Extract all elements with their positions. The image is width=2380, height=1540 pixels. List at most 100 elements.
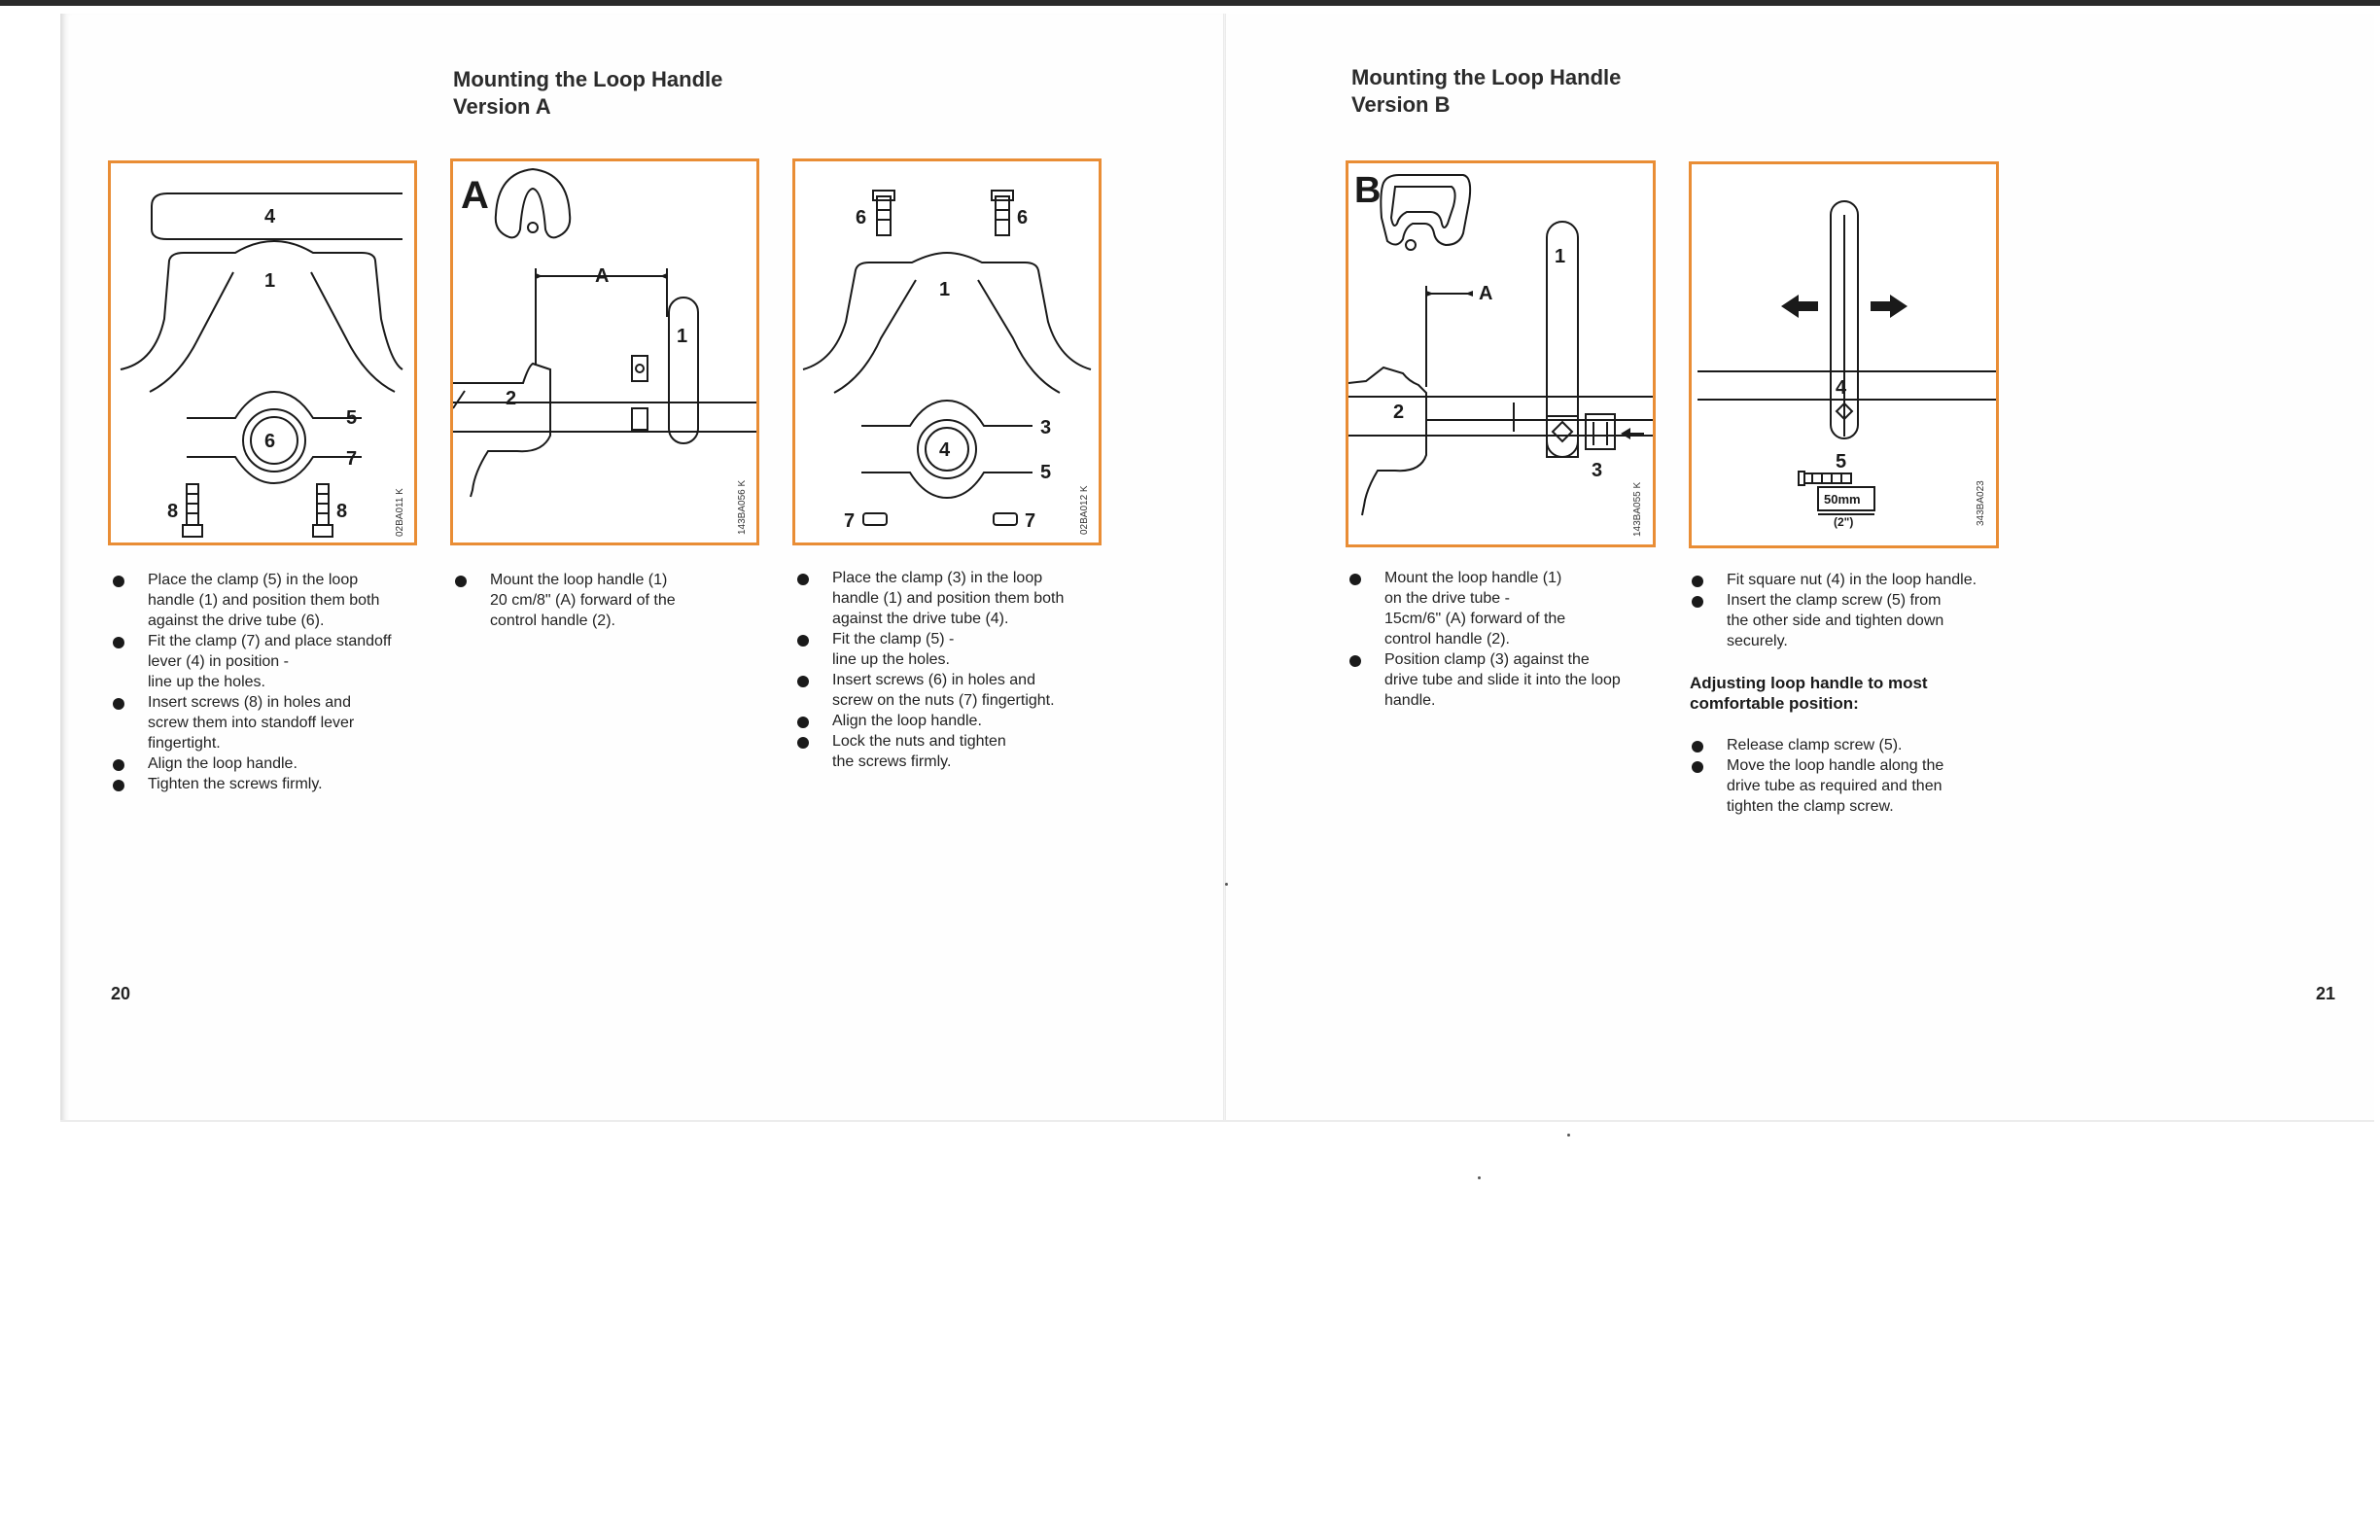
loop-handle-1 (668, 297, 699, 444)
steps-column-2: Mount the loop handle (1) 20 cm/8" (A) f… (455, 570, 766, 631)
list-item: Lock the nuts and tighten the screws fir… (797, 731, 1128, 772)
title-line-2: Version A (453, 94, 551, 119)
control-handle-2 (453, 362, 551, 498)
label-1: 1 (1555, 246, 1565, 267)
label-3: 3 (1592, 460, 1602, 481)
list-item: Move the loop handle along the drive tub… (1692, 755, 2012, 817)
figure-version-a: A A 1 2 143BA056 K (450, 158, 759, 545)
label-6-left: 6 (856, 207, 866, 228)
clamp-3 (1585, 413, 1616, 450)
label-7-left: 7 (844, 510, 855, 532)
steps-column-4: Mount the loop handle (1) on the drive t… (1349, 568, 1680, 711)
label-6: 6 (264, 431, 275, 452)
scan-speck (1567, 1134, 1570, 1137)
title-line-1: Mounting the Loop Handle (1351, 65, 1622, 89)
drive-tube (925, 427, 969, 472)
list-item: Insert screws (6) in holes and screw on … (797, 670, 1128, 711)
list-item: Place the clamp (5) in the loop handle (… (113, 570, 443, 631)
steps-column-6: Release clamp screw (5). Move the loop h… (1692, 735, 2012, 817)
figure-code: 02BA011 K (395, 488, 405, 537)
label-4: 4 (264, 206, 276, 228)
list-item: Align the loop handle. (113, 753, 443, 774)
loop-handle (1830, 200, 1859, 439)
title-line-1: Mounting the Loop Handle (453, 67, 723, 91)
label-1: 1 (677, 326, 687, 347)
figure-code: 143BA056 K (737, 479, 748, 535)
label-2: 2 (506, 388, 516, 409)
label-2: 2 (1393, 402, 1404, 423)
label-7-right: 7 (1025, 510, 1035, 532)
scan-speck (1478, 1176, 1481, 1179)
list-item: Position clamp (3) against the drive tub… (1349, 649, 1680, 711)
arrow-left-icon (1781, 295, 1818, 318)
figure-code: 143BA055 K (1632, 481, 1643, 537)
steps-column-1: Place the clamp (5) in the loop handle (… (113, 570, 443, 794)
loop-handle-icon (494, 167, 572, 239)
clamp-standoff-illustration: 4 1 5 6 7 8 8 (120, 192, 403, 538)
label-5: 5 (1836, 451, 1846, 472)
version-b-illustration: B A 1 2 3 (1348, 170, 1653, 516)
label-4: 4 (1836, 377, 1847, 399)
square-nut-4 (1835, 402, 1854, 421)
loop-handle-outline (120, 239, 403, 370)
clamp-3 (861, 399, 1032, 427)
list-item: Fit the clamp (5) - line up the holes. (797, 629, 1128, 670)
page-bottom-edge (60, 1120, 2374, 1122)
clamp-nuts-illustration: 6 6 1 3 4 5 7 7 (802, 190, 1092, 532)
book-spine (1223, 14, 1226, 1122)
list-item: Insert the clamp screw (5) from the othe… (1692, 590, 2012, 651)
figure-clamp-screw: 4 5 50mm (2") 343BA023 (1689, 161, 1999, 548)
clamp-5 (861, 472, 1032, 500)
list-item: Tighten the screws firmly. (113, 774, 443, 794)
page-number-left: 20 (111, 984, 131, 1003)
square-nut (1551, 420, 1574, 443)
label-1: 1 (264, 270, 275, 292)
label-a: A (595, 265, 609, 287)
label-5: 5 (346, 407, 357, 429)
list-item: Mount the loop handle (1) on the drive t… (1349, 568, 1680, 649)
scan-top-edge (0, 0, 2380, 6)
label-6-right: 6 (1017, 207, 1028, 228)
list-item: Fit the clamp (7) and place standoff lev… (113, 631, 443, 692)
drive-tube (242, 408, 306, 472)
loop-handle-icon (1380, 174, 1472, 247)
dimension-50mm: 50mm (1824, 492, 1861, 507)
figure-code: 343BA023 (1976, 480, 1986, 526)
list-item: Insert screws (8) in holes and screw the… (113, 692, 443, 753)
loop-handle-outline (802, 251, 1092, 370)
control-handle-2 (1348, 366, 1427, 516)
steps-column-5: Fit square nut (4) in the loop handle. I… (1692, 570, 2012, 651)
figure-clamp-standoff: 4 1 5 6 7 8 8 02BA011 K (108, 160, 417, 545)
label-4: 4 (939, 439, 951, 461)
figure-clamp-nuts: 6 6 1 3 4 5 7 7 02BA012 K (792, 158, 1102, 545)
dimension-2in: (2") (1834, 515, 1853, 529)
arrow-right-icon (1871, 295, 1908, 318)
label-1: 1 (939, 279, 950, 300)
clamp-5 (187, 390, 362, 419)
letter-a: A (461, 174, 489, 217)
adjusting-heading: Adjusting loop handle to most comfortabl… (1690, 674, 1928, 713)
letter-b: B (1354, 170, 1381, 211)
label-a: A (1479, 283, 1492, 304)
figure-code: 02BA012 K (1079, 485, 1090, 535)
dimension-box (1817, 486, 1875, 511)
list-item: Release clamp screw (5). (1692, 735, 2012, 755)
clamp-screw-illustration: 4 5 50mm (2") (1698, 200, 1996, 529)
list-item: Mount the loop handle (1) 20 cm/8" (A) f… (455, 570, 766, 631)
list-item: Align the loop handle. (797, 711, 1128, 731)
title-line-2: Version B (1351, 92, 1451, 117)
steps-column-3: Place the clamp (3) in the loop handle (… (797, 568, 1128, 772)
page-title-version-b: Mounting the Loop Handle Version B (1351, 64, 1621, 119)
version-a-illustration: A A 1 2 (453, 167, 756, 498)
label-8-right: 8 (336, 501, 347, 522)
standoff-lever (151, 192, 402, 240)
figure-version-b: B A 1 2 3 143BA055 K (1346, 160, 1656, 547)
list-item: Fit square nut (4) in the loop handle. (1692, 570, 2012, 590)
clamp-7 (187, 456, 362, 485)
label-3: 3 (1040, 417, 1051, 438)
label-8-left: 8 (167, 501, 178, 522)
scan-speck (1225, 883, 1228, 886)
list-item: Place the clamp (3) in the loop handle (… (797, 568, 1128, 629)
label-5: 5 (1040, 462, 1051, 483)
page-number-right: 21 (2316, 984, 2336, 1003)
